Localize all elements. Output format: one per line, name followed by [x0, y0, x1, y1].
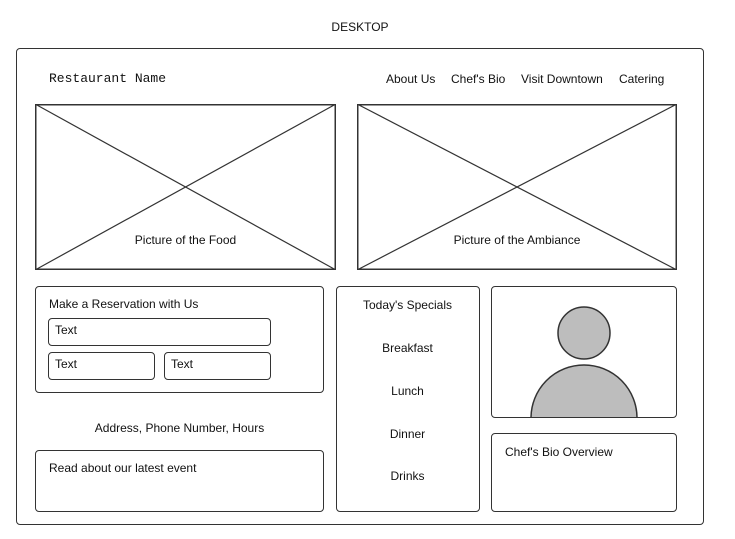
image-placeholder-icon — [35, 104, 336, 270]
image-placeholder-icon — [357, 104, 677, 270]
nav-catering[interactable]: Catering — [619, 72, 665, 86]
ambiance-image-placeholder: Picture of the Ambiance — [357, 104, 677, 270]
reservation-panel: Make a Reservation with Us Text Text Tex… — [35, 286, 324, 393]
nav-visit-downtown[interactable]: Visit Downtown — [521, 72, 603, 86]
specials-item-drinks[interactable]: Drinks — [390, 469, 425, 483]
latest-event-panel[interactable]: Read about our latest event — [35, 450, 324, 512]
page-title: DESKTOP — [331, 20, 389, 34]
main-nav: About Us Chef's Bio Visit Downtown Cater… — [0, 72, 735, 88]
specials-title: Today's Specials — [362, 298, 452, 312]
restaurant-name[interactable]: Restaurant Name — [49, 71, 167, 86]
specials-item-breakfast[interactable]: Breakfast — [382, 341, 433, 355]
chef-bio-panel[interactable]: Chef's Bio Overview — [491, 433, 677, 512]
reservation-field-2[interactable]: Text — [48, 352, 155, 380]
latest-event-title: Read about our latest event — [49, 461, 197, 475]
chef-bio-title: Chef's Bio Overview — [505, 445, 613, 459]
specials-item-lunch[interactable]: Lunch — [391, 384, 424, 398]
person-avatar-icon — [530, 306, 638, 417]
specials-panel: Today's Specials Breakfast Lunch Dinner … — [336, 286, 480, 512]
nav-about-us[interactable]: About Us — [386, 72, 436, 86]
ambiance-image-caption: Picture of the Ambiance — [453, 233, 581, 247]
reservation-title: Make a Reservation with Us — [49, 297, 199, 311]
reservation-field-3[interactable]: Text — [164, 352, 271, 380]
food-image-caption: Picture of the Food — [134, 233, 237, 247]
reservation-field-1[interactable]: Text — [48, 318, 271, 346]
food-image-placeholder: Picture of the Food — [35, 104, 336, 270]
address-info: Address, Phone Number, Hours — [94, 421, 265, 435]
specials-item-dinner[interactable]: Dinner — [389, 427, 426, 441]
nav-chefs-bio[interactable]: Chef's Bio — [451, 72, 506, 86]
chef-photo-panel — [491, 286, 677, 418]
